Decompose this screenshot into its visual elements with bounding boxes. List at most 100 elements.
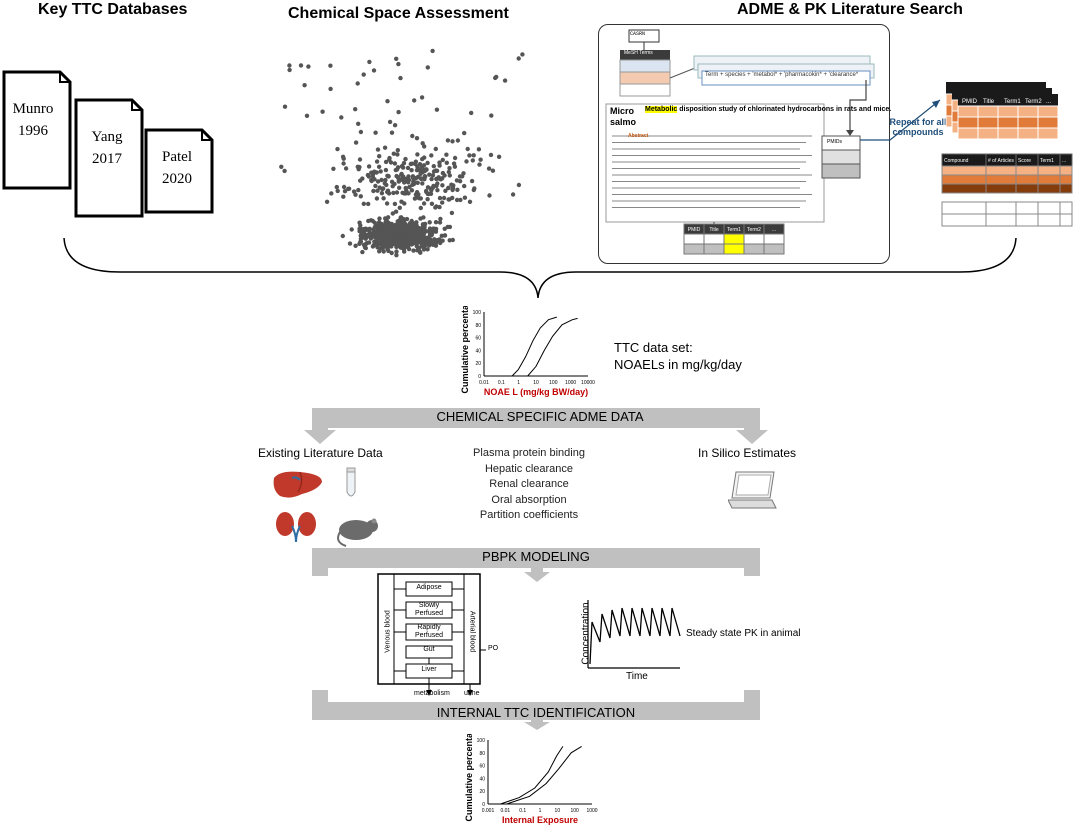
scatter-point xyxy=(409,161,415,166)
scatter-point xyxy=(373,230,378,235)
scatter-point xyxy=(435,188,440,193)
scatter-point xyxy=(361,201,366,206)
scatter-point xyxy=(433,146,438,152)
scatter-point xyxy=(462,195,468,200)
test-tube-icon xyxy=(346,467,356,497)
scatter-point xyxy=(419,95,425,100)
scatter-point xyxy=(367,59,372,65)
article-label: Micro xyxy=(610,106,635,116)
scatter-point xyxy=(405,165,411,171)
scatter-point xyxy=(371,68,377,73)
scatter-point xyxy=(440,157,445,163)
scatter-point xyxy=(425,160,430,166)
scatter-point xyxy=(377,249,382,254)
chart-x-tick: 1 xyxy=(517,380,520,386)
scatter-point xyxy=(400,242,406,247)
summary-table-cell xyxy=(1037,174,1061,185)
scatter-point xyxy=(282,168,287,174)
compartment-gut: Gut xyxy=(423,646,435,653)
kidneys-icon xyxy=(276,512,316,543)
summary-table-cell xyxy=(1037,165,1061,176)
stacked-table-header-text: PMID xyxy=(962,99,978,105)
stacked-table-header-text: Term1 xyxy=(1004,99,1021,105)
scatter-point xyxy=(502,78,508,83)
chart-xlabel: NOAE L (mg/kg BW/day) xyxy=(484,387,588,397)
scatter-point xyxy=(434,168,440,173)
scatter-point xyxy=(341,194,346,199)
scatter-point xyxy=(437,220,443,225)
scatter-point xyxy=(394,190,400,195)
scatter-point xyxy=(406,225,412,230)
scatter-point xyxy=(375,147,381,152)
scatter-point xyxy=(306,64,311,69)
scatter-point xyxy=(437,195,443,201)
scatter-point xyxy=(391,190,396,196)
scatter-point xyxy=(377,154,382,159)
compartment-liver: Liver xyxy=(421,666,437,673)
scatter-point xyxy=(447,173,452,178)
ttc-note-line1: TTC data set: xyxy=(614,340,693,355)
summary-table-cell xyxy=(1059,201,1073,215)
scatter-point xyxy=(304,113,310,119)
scatter-point xyxy=(446,169,451,175)
stacked-table-header xyxy=(958,94,1058,106)
combine-brace xyxy=(63,237,1017,299)
chart-x-tick: 0.001 xyxy=(482,808,495,814)
scatter-point xyxy=(465,146,470,152)
scatter-point xyxy=(396,230,401,235)
scatter-point xyxy=(331,166,336,171)
scatter-point xyxy=(393,209,399,214)
pk-xlabel: Time xyxy=(626,671,648,682)
scatter-point xyxy=(425,191,430,197)
summary-table-cell xyxy=(941,201,987,215)
mesh-terms-box: MeSH Terms xyxy=(624,50,653,56)
scatter-point xyxy=(391,151,396,156)
chart-curve xyxy=(511,316,557,377)
scatter-point xyxy=(452,164,458,169)
scatter-point xyxy=(358,194,363,199)
scatter-point xyxy=(335,188,340,194)
scatter-point xyxy=(396,109,401,115)
scatter-point xyxy=(407,221,413,226)
param-oral-absorption: Oral absorption xyxy=(491,493,567,506)
scatter-point xyxy=(383,167,389,173)
summary-table-header-text: Score xyxy=(1018,158,1031,164)
scatter-point xyxy=(394,167,400,172)
scatter-point xyxy=(440,200,445,205)
scatter-point xyxy=(477,162,482,167)
arterial-blood-label: Arterial blood xyxy=(468,610,476,653)
scatter-point xyxy=(366,164,372,169)
scatter-point xyxy=(416,237,421,242)
scatter-point xyxy=(341,184,347,190)
scatter-point xyxy=(376,220,382,225)
chart-x-tick: 1000 xyxy=(565,380,576,386)
scatter-point xyxy=(452,155,458,161)
scatter-point xyxy=(339,115,344,120)
summary-table-cell xyxy=(1015,213,1039,227)
scatter-point xyxy=(342,189,348,194)
chart-ylabel: Cumulative percentage xyxy=(460,306,470,394)
scatter-point xyxy=(343,166,349,171)
scatter-point xyxy=(358,239,363,244)
urine-label: urine xyxy=(464,690,480,697)
scatter-point xyxy=(392,201,398,207)
article-title-text: disposition study of chlorinated hydroca… xyxy=(677,106,892,113)
scatter-point xyxy=(298,63,304,68)
scatter-point xyxy=(360,176,365,181)
scatter-point xyxy=(410,175,416,181)
scatter-point xyxy=(416,226,422,232)
liver-icon xyxy=(273,471,322,498)
scatter-point xyxy=(404,216,410,222)
scatter-point xyxy=(496,154,502,159)
chart-curve xyxy=(500,746,564,805)
scatter-point xyxy=(384,240,389,245)
scatter-point xyxy=(378,169,383,174)
scatter-point xyxy=(372,169,377,174)
scatter-point xyxy=(429,201,435,206)
scatter-point xyxy=(450,139,455,144)
summary-table-cell xyxy=(1015,183,1039,194)
pbpk-diagram xyxy=(377,573,486,696)
scatter-point xyxy=(365,172,371,178)
scatter-point xyxy=(328,63,333,68)
chart-x-tick: 10 xyxy=(555,808,561,814)
